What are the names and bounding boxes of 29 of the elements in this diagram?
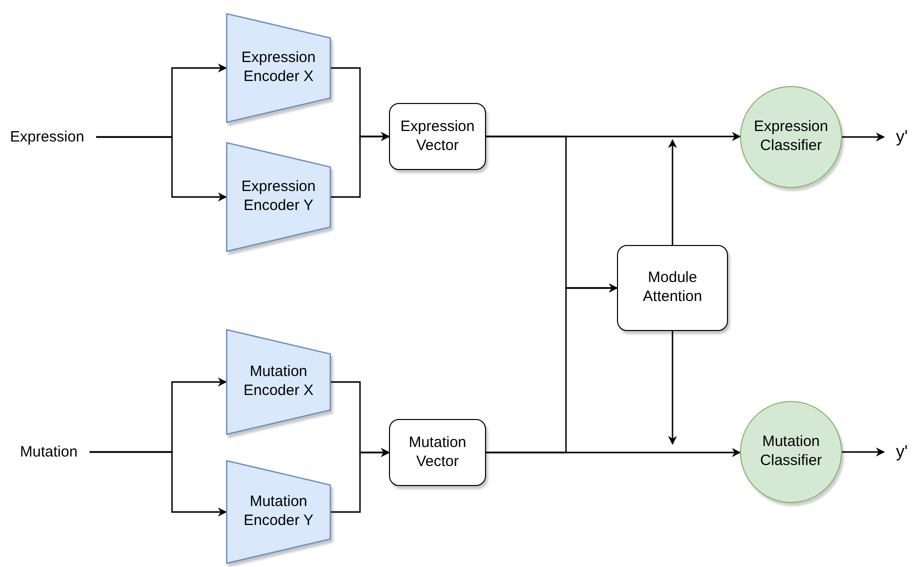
rounded-box bbox=[389, 103, 486, 170]
input-label: Expression bbox=[10, 128, 84, 146]
node-label: Mutation Encoder Y bbox=[242, 493, 314, 531]
node-label: Expression Vector bbox=[399, 118, 476, 156]
node-label: Module Attention bbox=[642, 269, 704, 307]
rounded-box bbox=[389, 419, 486, 486]
node-label: Mutation Encoder X bbox=[242, 363, 315, 401]
node-label: Mutation Vector bbox=[408, 434, 468, 472]
rounded-box bbox=[617, 245, 728, 331]
encoder-trapezoid bbox=[226, 142, 331, 252]
arrow bbox=[668, 331, 677, 445]
arrow bbox=[842, 448, 885, 456]
node-label: Expression Encoder X bbox=[240, 49, 317, 87]
arrow bbox=[331, 132, 390, 198]
arrow bbox=[486, 448, 741, 457]
node-label: Mutation Classifier bbox=[759, 433, 823, 471]
node-label: Expression Classifier bbox=[752, 118, 830, 156]
arrow bbox=[90, 451, 227, 516]
encoder-trapezoid bbox=[226, 460, 331, 564]
arrow bbox=[96, 136, 227, 202]
arrow bbox=[668, 139, 677, 245]
arrow bbox=[331, 448, 390, 513]
input-label: Mutation bbox=[20, 444, 78, 460]
encoder-trapezoid bbox=[226, 329, 331, 435]
output-label: y' bbox=[896, 127, 908, 147]
node-label: Expression Encoder Y bbox=[240, 178, 317, 216]
encoder-trapezoid bbox=[226, 13, 331, 123]
output-label: y' bbox=[896, 442, 908, 462]
arrow bbox=[842, 132, 885, 142]
